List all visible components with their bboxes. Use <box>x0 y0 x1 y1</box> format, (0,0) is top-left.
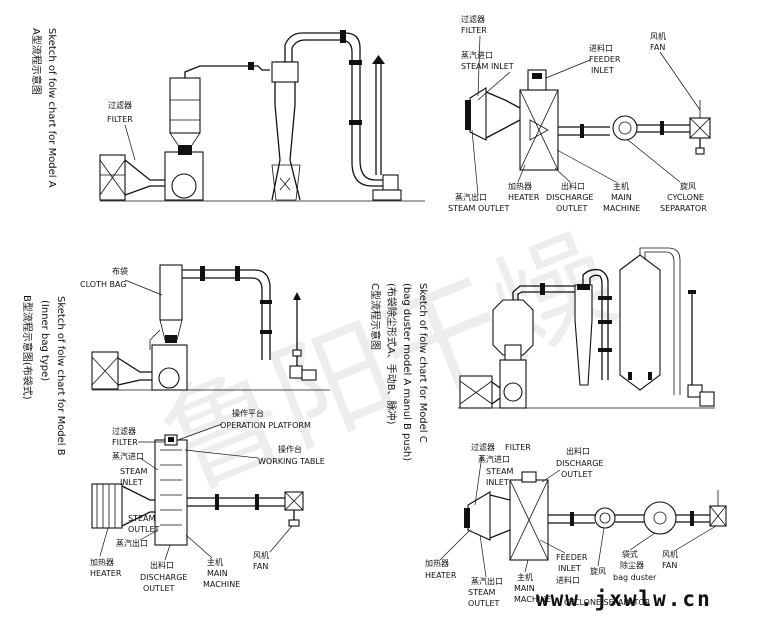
model-a-top-feeder-cn: 进料口 <box>589 43 613 53</box>
model-b-caption-cn: B型流程示意图(布袋式) <box>21 295 34 400</box>
model-b-side-cloth-bag-en: CLOTH BAG <box>80 280 127 289</box>
model-b-top-view: 操作平台 OPERATION PLATFORM 过滤器 FILTER 操作台 W… <box>90 408 325 593</box>
model-c-caption-cn: C型流程示意图 <box>369 283 382 350</box>
model-a-side-filter-cn: 过滤器 <box>108 100 132 110</box>
model-a-top-main-cn: 主机 <box>613 181 629 191</box>
model-b-top-steam-inlet-en1: STEAM <box>120 467 147 476</box>
model-a-top-filter-en: FILTER <box>461 26 487 35</box>
model-a-top-fan-cn: 风机 <box>650 31 666 41</box>
model-a-top-steam-inlet-cn: 蒸汽进口 <box>461 50 493 60</box>
model-a-top-view: 过滤器 FILTER 蒸汽进口 STEAM INLET 进料口 FEEDER I… <box>448 14 711 213</box>
model-a-top-feeder-en2: INLET <box>591 66 614 75</box>
model-c-top-steam-inlet-en1: STEAM <box>486 467 513 476</box>
model-b-top-fan-cn: 风机 <box>253 550 269 560</box>
model-c-top-main-en2: MACHINE <box>514 595 551 604</box>
model-c-top-cyclone-cn: 旋风 <box>590 566 606 576</box>
model-c-top-main-en1: MAIN <box>514 584 535 593</box>
model-b-top-platform-en: OPERATION PLATFORM <box>220 421 311 430</box>
model-b-top-steam-inlet-en2: INLET <box>120 478 143 487</box>
model-b-top-heater-cn: 加热器 <box>90 557 114 567</box>
model-b-top-main-en1: MAIN <box>207 569 228 578</box>
model-c-top-bag-cn: 袋式 <box>622 549 638 559</box>
model-c-top-main-cn: 主机 <box>517 572 533 582</box>
model-a-top-discharge-cn: 出料口 <box>561 181 585 191</box>
model-b-top-discharge-en1: DISCHARGE <box>140 573 187 582</box>
model-a-top-main-en1: MAIN <box>611 193 632 202</box>
model-c-top-discharge-cn: 出料口 <box>566 446 590 456</box>
model-b-top-steam-outlet-en1: STEAM <box>128 514 155 523</box>
model-b-top-table-en: WORKING TABLE <box>258 457 325 466</box>
model-a-top-steam-outlet-cn: 蒸汽出口 <box>455 192 487 202</box>
model-b-side-cloth-bag-cn: 布袋 <box>112 266 128 276</box>
model-c-top-filter-cn: 过滤器 <box>471 442 495 452</box>
model-a-top-steam-inlet-en: STEAM INLET <box>461 62 514 71</box>
model-b-top-steam-outlet-en2: OUTLET <box>128 525 160 534</box>
model-a-top-discharge-en2: OUTLET <box>556 204 588 213</box>
model-b-top-heater-en: HEATER <box>90 569 122 578</box>
model-a-top-fan-en: FAN <box>650 43 665 52</box>
model-b-caption-sub: (Inner bag type) <box>39 300 50 381</box>
model-a-top-discharge-en1: DISCHARGE <box>546 193 593 202</box>
model-b-top-main-en2: MACHINE <box>203 580 240 589</box>
model-b-top-main-cn: 主机 <box>207 557 223 567</box>
model-b-top-discharge-en2: OUTLET <box>143 584 175 593</box>
model-b-side-view: 布袋 CLOTH BAG <box>80 264 330 391</box>
model-c-top-steam-inlet-cn: 蒸汽进口 <box>478 454 510 464</box>
model-b-caption: B型流程示意图(布袋式) (Inner bag type) Sketch of … <box>21 295 66 456</box>
website-url: www.jxwlw.cn <box>536 587 712 611</box>
model-b-caption-en: Sketch of folw chart for Model B <box>55 296 66 456</box>
model-c-top-discharge-en1: DISCHARGE <box>556 459 603 468</box>
model-c-caption: C型流程示意图 (布袋除尘形式A、手动B、脉冲) (bag duster mod… <box>369 283 428 461</box>
model-a-top-heater-cn: 加热器 <box>508 181 532 191</box>
model-a-top-filter-cn: 过滤器 <box>461 14 485 24</box>
model-c-top-filter-en: FILTER <box>505 443 531 452</box>
model-a-top-feeder-en1: FEEDER <box>589 55 621 64</box>
model-a-top-main-en2: MACHINE <box>603 204 640 213</box>
model-c-top-steam-inlet-en2: INLET <box>486 478 509 487</box>
model-c-top-bag-en: bag duster <box>613 573 657 582</box>
model-a-caption-cn: A型流程示意图 <box>30 28 43 95</box>
model-c-top-heater-cn: 加热器 <box>425 558 449 568</box>
model-c-top-steam-outlet-en2: OUTLET <box>468 599 500 608</box>
model-c-caption-sub2: (bag duster model A manul B push) <box>401 283 412 461</box>
model-a-top-cyclone-en2: SEPARATOR <box>660 204 707 213</box>
model-c-top-fan-en: FAN <box>662 561 677 570</box>
model-b-top-filter-cn: 过滤器 <box>112 426 136 436</box>
model-c-side-view <box>458 247 715 409</box>
model-c-top-bag-cn2: 除尘器 <box>620 560 644 570</box>
model-a-side-filter-en: FILTER <box>107 115 133 124</box>
model-a-top-steam-outlet-en: STEAM OUTLET <box>448 204 509 213</box>
model-b-top-table-cn: 操作台 <box>278 444 302 454</box>
model-c-caption-en: Sketch of folw chart for Model C <box>417 283 428 443</box>
model-a-top-heater-en: HEATER <box>508 193 540 202</box>
model-c-top-steam-outlet-en1: STEAM <box>468 588 495 597</box>
model-c-top-discharge-en2: OUTLET <box>561 470 593 479</box>
model-b-top-filter-en: FILTER <box>112 438 138 447</box>
model-b-top-discharge-cn: 出料口 <box>150 560 174 570</box>
model-c-top-fan-cn: 风机 <box>662 549 678 559</box>
model-a-top-cyclone-en1: CYCLONE <box>667 193 704 202</box>
model-c-top-steam-outlet-cn: 蒸汽出口 <box>471 576 503 586</box>
model-b-top-platform-cn: 操作平台 <box>232 408 264 418</box>
model-c-top-feeder-en2: INLET <box>558 564 581 573</box>
model-c-top-cyclone-en: CYCLONE SEPARATOR <box>564 598 651 607</box>
model-c-top-view: 过滤器 FILTER 蒸汽进口 STEAM INLET 出料口 DISCHARG… <box>425 442 727 608</box>
model-b-top-steam-inlet-cn: 蒸汽进口 <box>112 451 144 461</box>
model-a-side-view: 过滤器 FILTER <box>99 30 425 202</box>
model-c-top-feeder-en1: FEEDER <box>556 553 588 562</box>
model-a-caption-en: Sketch of folw chart for Model A <box>46 28 57 188</box>
model-a-top-cyclone-cn: 旋风 <box>680 181 696 191</box>
model-b-top-fan-en: FAN <box>253 562 268 571</box>
model-c-caption-sub1: (布袋除尘形式A、手动B、脉冲) <box>385 283 398 425</box>
model-b-top-steam-outlet-cn: 蒸汽出口 <box>116 538 148 548</box>
model-c-top-feeder-cn: 进料口 <box>556 575 580 585</box>
model-c-top-heater-en: HEATER <box>425 571 457 580</box>
model-a-caption: A型流程示意图 Sketch of folw chart for Model A <box>30 28 57 188</box>
